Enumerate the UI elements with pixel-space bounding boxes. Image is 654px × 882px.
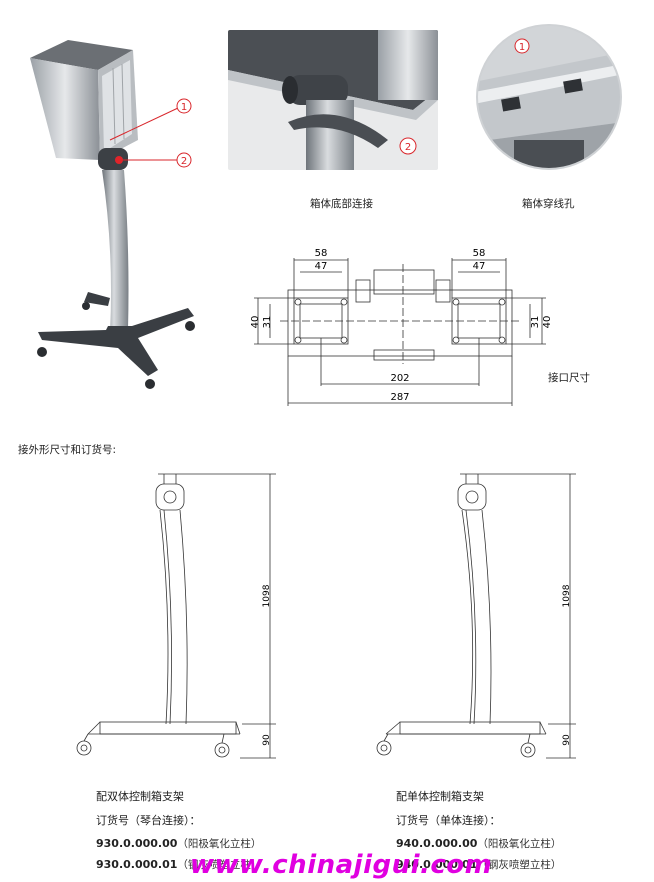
order-item: 930.0.000.01（钢灰喷塑立柱） (96, 857, 356, 872)
product-title: 配单体控制箱支架 (396, 790, 484, 803)
callout-1-label: 1 (181, 102, 187, 113)
dim-right-stand-base: 90 (562, 734, 572, 746)
cable-hole-photo: 1 (476, 24, 622, 170)
order-note: （阳极氧化立柱） (477, 838, 562, 850)
order-item: 940.0.000.00（阳极氧化立柱） (396, 836, 646, 851)
dim-left-inner: 47 (315, 261, 328, 272)
dim-total-span: 287 (390, 392, 409, 403)
order-label: 订货号（单体连接）： (396, 814, 501, 827)
dim-right-height-inner: 31 (530, 316, 541, 329)
dim-left-outer: 58 (315, 248, 328, 259)
product-info-single: 配单体控制箱支架 订货号（单体连接）： 940.0.000.00（阳极氧化立柱）… (396, 788, 646, 872)
dim-left-stand-base: 90 (262, 734, 272, 746)
photo-callout-2: 2 (405, 142, 411, 153)
order-note: （钢灰喷塑立柱） (477, 859, 562, 871)
callout-2-label: 2 (181, 156, 187, 167)
dim-left-height-inner: 31 (262, 316, 273, 329)
single-box-stand-drawing: 1098 90 (376, 473, 576, 759)
order-code: 930.0.000.00 (96, 837, 178, 850)
bottom-connection-photo: 2 (228, 30, 438, 170)
dual-box-stand-drawing: 1098 90 (76, 473, 276, 759)
order-code: 940.0.000.00 (396, 837, 478, 850)
dim-right-inner: 47 (473, 261, 486, 272)
order-label: 订货号（琴台连接）： (96, 814, 201, 827)
dim-right-height-outer: 40 (542, 316, 553, 329)
section-title: 接外形尺寸和订货号: (18, 444, 117, 456)
dim-center-span: 202 (390, 373, 409, 384)
order-code: 940.0.000.01 (396, 858, 478, 871)
order-note: （阳极氧化立柱） (177, 838, 262, 850)
stand-product-render: 1 2 (30, 40, 195, 389)
caption-cable-hole: 箱体穿线孔 (522, 198, 575, 210)
order-item: 940.0.000.01（钢灰喷塑立柱） (396, 857, 646, 872)
interface-dimension-drawing: 58 47 58 47 40 31 31 40 202 287 (250, 248, 553, 406)
product-info-dual: 配双体控制箱支架 订货号（琴台连接）： 930.0.000.00（阳极氧化立柱）… (96, 788, 356, 872)
caption-interface-size: 接口尺寸 (548, 372, 590, 384)
dim-left-height-outer: 40 (250, 316, 261, 329)
order-code: 930.0.000.01 (96, 858, 178, 871)
watermark: www.chinajigui.com (190, 850, 493, 880)
product-title: 配双体控制箱支架 (96, 790, 184, 803)
order-note: （钢灰喷塑立柱） (177, 859, 262, 871)
dim-left-stand-height: 1098 (262, 584, 272, 607)
photo-callout-1: 1 (519, 42, 525, 53)
order-item: 930.0.000.00（阳极氧化立柱） (96, 836, 356, 851)
caption-bottom-connection: 箱体底部连接 (310, 198, 373, 210)
dim-right-stand-height: 1098 (562, 584, 572, 607)
dim-right-outer: 58 (473, 248, 486, 259)
